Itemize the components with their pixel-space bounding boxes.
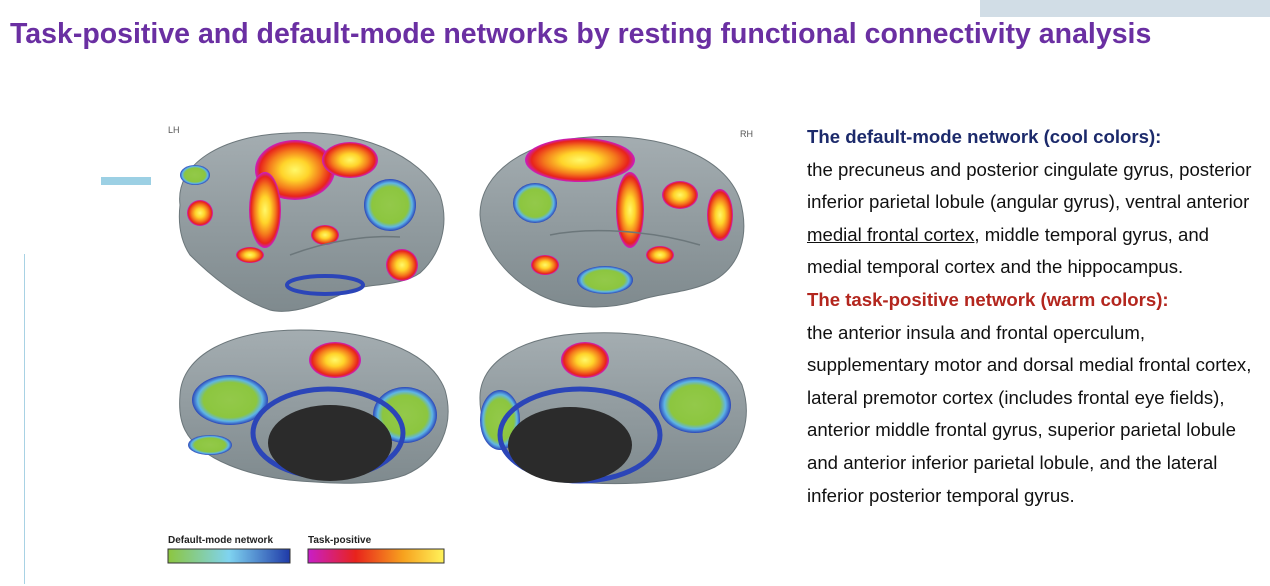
tp-body: the anterior insula and frontal operculu… xyxy=(807,321,1252,506)
brain-network-figure: LH RH xyxy=(150,115,770,575)
tp-heading: The task-positive network (warm colors): xyxy=(807,288,1169,310)
header-accent-bar xyxy=(980,0,1270,17)
dmn-body-part2: , middle temporal gyrus, and medial temp… xyxy=(807,223,1210,278)
dmn-description: The default-mode network (cool colors): … xyxy=(807,121,1262,284)
medial-frontal-cortex-link[interactable]: medial frontal cortex xyxy=(807,223,975,245)
right-medial-brain xyxy=(479,332,747,485)
accent-line xyxy=(24,254,25,584)
tp-description: The task-positive network (warm colors):… xyxy=(807,284,1262,512)
dmn-body-part1: the precuneus and posterior cingulate gy… xyxy=(807,158,1252,213)
brain-surface-maps: LH RH xyxy=(167,125,753,564)
dmn-color-bar xyxy=(167,548,291,564)
right-hemisphere-label: RH xyxy=(740,129,753,139)
color-legend: Default-mode network Task-positive xyxy=(167,535,445,564)
page-title: Task-positive and default-mode networks … xyxy=(10,18,1152,50)
left-hemisphere-label: LH xyxy=(168,125,180,135)
network-description: The default-mode network (cool colors): … xyxy=(807,121,1262,512)
left-lateral-brain xyxy=(178,132,445,312)
dmn-heading: The default-mode network (cool colors): xyxy=(807,126,1162,147)
tp-legend-label: Task-positive xyxy=(308,535,372,546)
left-medial-brain xyxy=(179,329,449,484)
right-lateral-brain xyxy=(479,136,745,308)
accent-dash xyxy=(101,177,151,185)
dmn-legend-label: Default-mode network xyxy=(168,535,273,546)
tp-color-bar xyxy=(307,548,445,564)
